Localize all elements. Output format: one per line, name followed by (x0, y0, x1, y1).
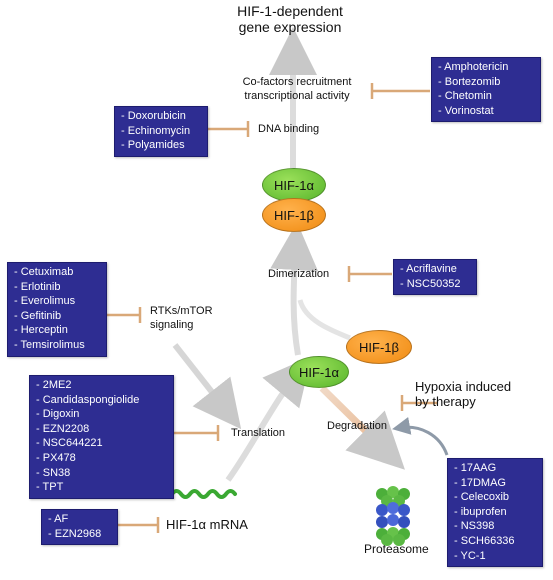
drug-item: Candidaspongiolide (36, 393, 167, 408)
drug-item: TPT (36, 480, 167, 495)
drug-item: Digoxin (36, 407, 167, 422)
hypoxia-label-line-2: by therapy (415, 394, 476, 409)
drug-item: NS398 (454, 519, 536, 534)
drug-item: SCH66336 (454, 534, 536, 549)
drug-item: SN38 (36, 466, 167, 481)
drug-item: Gefitinib (14, 309, 100, 324)
cofactors-label-line-1: Co-factors recruitment (242, 76, 352, 88)
hif1b-top: HIF-1β (262, 198, 326, 232)
rtks-drug-box: Cetuximab Erlotinib Everolimus Gefitinib… (7, 262, 107, 357)
arrow-dimerization (270, 222, 319, 356)
arrow-degradation (319, 385, 405, 470)
degradation-label: Degradation (327, 420, 387, 432)
dimerization-drug-box: Acriflavine NSC50352 (393, 259, 477, 296)
drug-item: Amphotericin (438, 60, 534, 75)
proteasome-label: Proteasome (364, 542, 429, 556)
hif1a-mid: HIF-1α (289, 356, 349, 388)
hif1a-top: HIF-1α (262, 168, 326, 202)
drug-item: EZN2968 (48, 527, 111, 542)
drug-item: 17AAG (454, 461, 536, 476)
mrna-drug-box: AF EZN2968 (41, 509, 118, 546)
proteasome-blue-ring-1 (376, 502, 410, 516)
proteasome-green-ring-bottom (376, 527, 410, 546)
rtks-label-line-2: signaling (150, 319, 194, 331)
drug-item: Chetomin (438, 89, 534, 104)
proteasome-icon (376, 486, 410, 546)
arrow-hypoxia (392, 417, 449, 456)
drug-item: YC-1 (454, 549, 536, 564)
drug-item: AF (48, 512, 111, 527)
drug-item: Celecoxib (454, 490, 536, 505)
hypoxia-label: Hypoxia induced by therapy (415, 379, 511, 409)
drug-item: PX478 (36, 451, 167, 466)
translation-drug-box: 2ME2 Candidaspongiolide Digoxin EZN2208 … (29, 375, 174, 499)
mrna-wave (170, 489, 237, 499)
drug-item: Polyamides (121, 138, 201, 153)
drug-item: Vorinostat (438, 104, 534, 119)
drug-item: Echinomycin (121, 124, 201, 139)
arrow-rtks-to-translation (172, 343, 242, 430)
proteasome-blue-ring-2 (376, 514, 410, 528)
drug-item: Herceptin (14, 323, 100, 338)
dimerization-label: Dimerization (268, 268, 330, 280)
translation-label: Translation (231, 427, 286, 439)
dna-binding-label: DNA binding (258, 123, 320, 135)
arrow-hif1b-join (297, 299, 351, 341)
drug-item: NSC50352 (400, 277, 470, 292)
hypoxia-label-line-1: Hypoxia induced (415, 379, 512, 394)
degradation-drug-box: 17AAG 17DMAG Celecoxib ibuprofen NS398 S… (447, 458, 543, 568)
drug-item: Everolimus (14, 294, 100, 309)
rtks-label-line-1: RTKs/mTOR (150, 305, 213, 317)
arrow-translation (225, 356, 312, 482)
drug-item: Bortezomib (438, 75, 534, 90)
drug-item: Acriflavine (400, 262, 470, 277)
proteasome-green-ring-top (376, 486, 410, 507)
mrna-label: HIF-1α mRNA (166, 517, 248, 532)
title-line-1: HIF-1-dependent (237, 3, 343, 19)
drug-item: Cetuximab (14, 265, 100, 280)
drug-item: Erlotinib (14, 280, 100, 295)
dna-binding-drug-box: Doxorubicin Echinomycin Polyamides (114, 106, 208, 157)
cofactors-drug-box: Amphotericin Bortezomib Chetomin Vorinos… (431, 57, 541, 123)
drug-item: Doxorubicin (121, 109, 201, 124)
drug-item: Temsirolimus (14, 338, 100, 353)
drug-item: 2ME2 (36, 378, 167, 393)
drug-item: ibuprofen (454, 505, 536, 520)
cofactors-label: Co-factors recruitment transcriptional a… (222, 75, 372, 103)
rtks-label: RTKs/mTOR signaling (150, 304, 213, 332)
cofactors-label-line-2: transcriptional activity (244, 90, 350, 102)
drug-item: EZN2208 (36, 422, 167, 437)
drug-item: 17DMAG (454, 476, 536, 491)
drug-item: NSC644221 (36, 436, 167, 451)
inhibitor-lines (107, 83, 437, 533)
hif1b-mid: HIF-1β (346, 330, 412, 364)
page-title: HIF-1-dependent gene expression (215, 3, 365, 35)
title-line-2: gene expression (238, 19, 342, 35)
